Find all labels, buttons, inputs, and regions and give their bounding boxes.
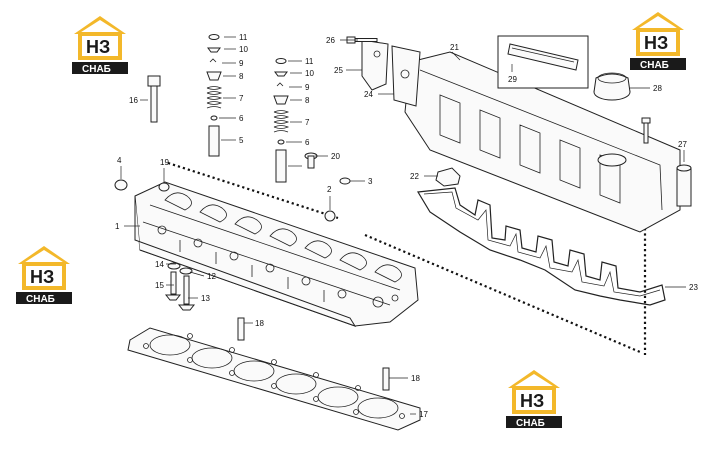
bridge-22 (435, 167, 461, 187)
logo-letters: НЗ (520, 391, 544, 411)
callout-6b: 6 (305, 138, 310, 147)
callout-22: 22 (410, 172, 419, 181)
callout-4: 4 (117, 156, 122, 165)
logo-letters: НЗ (86, 37, 110, 57)
callout-26: 26 (326, 36, 335, 45)
valve-train-right (273, 58, 290, 183)
callout-12: 12 (207, 272, 216, 281)
logo-sub: СНАБ (516, 418, 545, 429)
valve-train-left (206, 34, 223, 157)
assembly-line-top (167, 161, 339, 220)
dowel-pin-1 (237, 317, 245, 341)
callout-18: 18 (255, 319, 264, 328)
callout-13: 13 (201, 294, 210, 303)
callout-20: 20 (331, 152, 340, 161)
callout-5: 5 (239, 136, 244, 145)
callout-7: 7 (239, 94, 244, 103)
logo-letters: НЗ (30, 267, 54, 287)
brand-logo-1: НЗ СНАБ (72, 16, 128, 75)
callout-18b: 18 (411, 374, 420, 383)
callout-7b: 7 (305, 118, 310, 127)
leader-lines (120, 36, 686, 415)
logo-sub: СНАБ (640, 60, 669, 71)
callout-21: 21 (450, 43, 459, 52)
callout-3: 3 (368, 177, 373, 186)
callout-9: 9 (239, 59, 244, 68)
callout-24: 24 (364, 90, 373, 99)
valve-cover-gasket (417, 187, 666, 306)
callout-14: 14 (155, 260, 164, 269)
callout-25: 25 (334, 66, 343, 75)
brand-logo-2: НЗ СНАБ (630, 12, 686, 71)
head-gasket (127, 327, 421, 431)
callout-17: 17 (419, 410, 428, 419)
callout-10b: 10 (305, 69, 314, 78)
seal-3 (339, 177, 351, 185)
cylinder-head (134, 181, 419, 327)
callout-29: 29 (508, 75, 517, 84)
logo-sub: СНАБ (82, 64, 111, 75)
plug-4 (114, 179, 128, 191)
callout-8b: 8 (305, 96, 310, 105)
valve-set (164, 262, 196, 311)
logo-letters: НЗ (644, 33, 668, 53)
cover-bolt (641, 117, 651, 144)
callout-2: 2 (327, 185, 332, 194)
plug-2 (324, 210, 336, 222)
callout-28: 28 (653, 84, 662, 93)
plate-24 (391, 45, 421, 107)
callout-11b: 11 (305, 57, 314, 66)
callout-6: 6 (239, 114, 244, 123)
spacer-27 (676, 164, 692, 207)
injector-sleeve-20 (304, 152, 318, 169)
plug-19 (158, 182, 170, 192)
gasket-inner-line (423, 191, 661, 297)
callout-15: 15 (155, 281, 164, 290)
oil-filler-cap (593, 72, 631, 101)
callout-19: 19 (160, 158, 169, 167)
bracket-25 (361, 39, 389, 91)
callout-1: 1 (115, 222, 120, 231)
dowel-pin-2 (382, 367, 390, 391)
callout-27: 27 (678, 140, 687, 149)
callout-labels: 11 10 9 8 7 6 5 11 10 9 8 7 6 20 3 2 4 1… (115, 33, 698, 419)
inset-box (497, 35, 589, 89)
callout-11: 11 (239, 33, 248, 42)
callout-10: 10 (239, 45, 248, 54)
brand-logo-3: НЗ СНАБ (16, 246, 72, 305)
valve-cover (404, 51, 681, 233)
callout-16: 16 (129, 96, 138, 105)
head-bolt (147, 75, 161, 123)
brand-logo-4: НЗ СНАБ (506, 370, 562, 429)
logo-sub: СНАБ (26, 294, 55, 305)
callout-9b: 9 (305, 83, 310, 92)
callout-23: 23 (689, 283, 698, 292)
callout-8: 8 (239, 72, 244, 81)
